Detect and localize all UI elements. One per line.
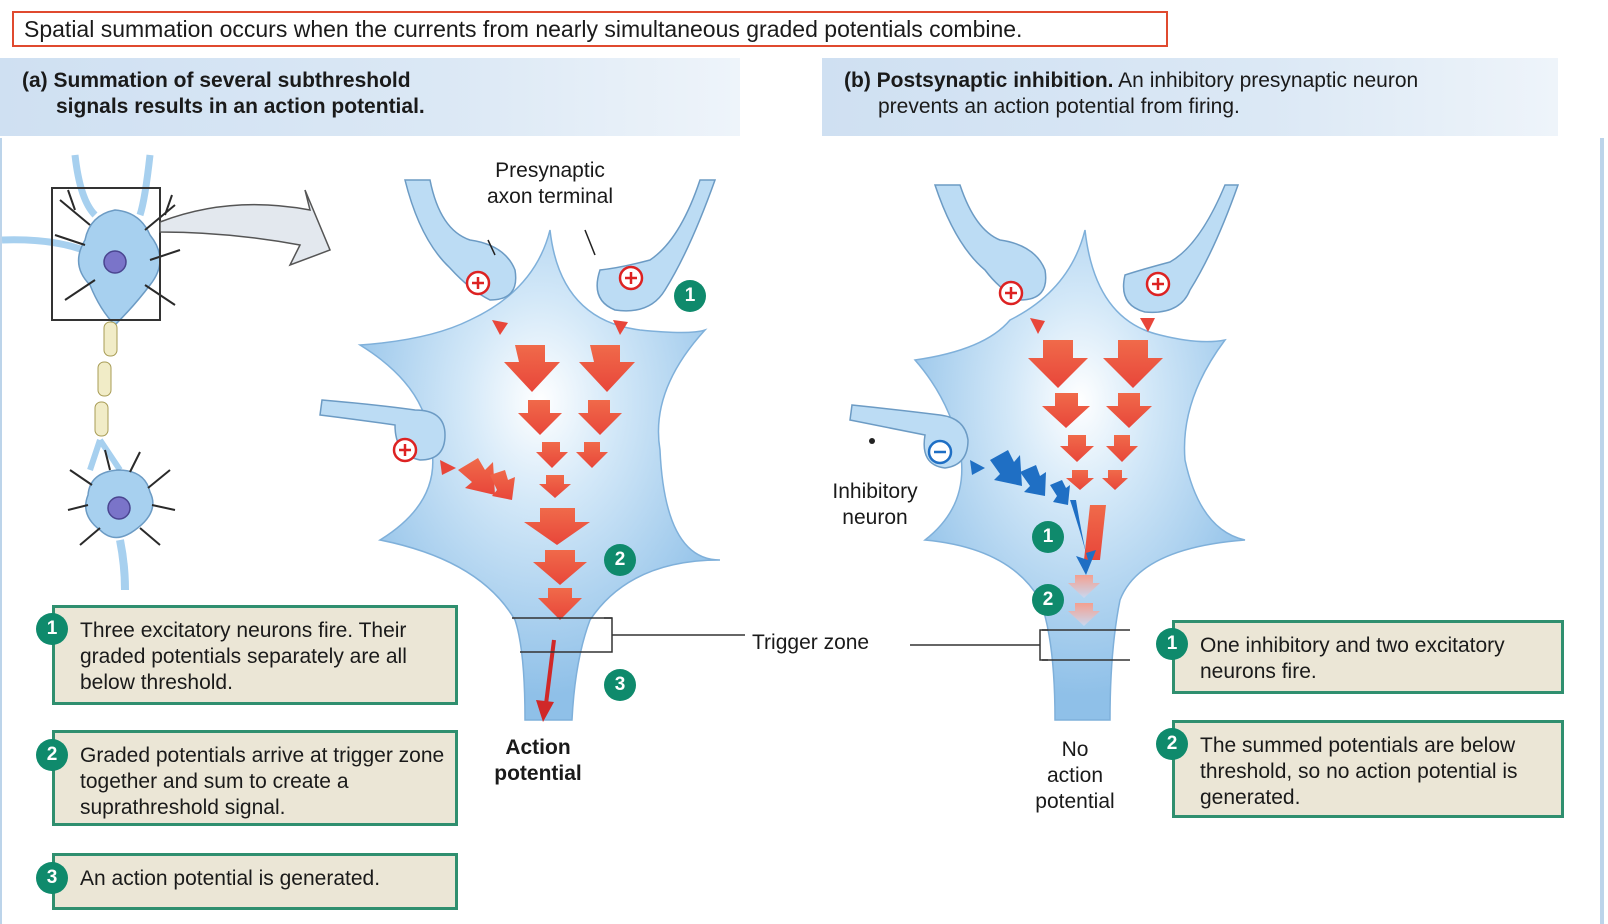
action-label-line1: Action xyxy=(505,736,571,759)
inhibitory-label-line2: neuron xyxy=(842,506,908,529)
diagram-badge-b1: 1 xyxy=(1032,521,1064,553)
no-action-line3: potential xyxy=(1035,790,1115,813)
step-b2-box: The summed potentials are below threshol… xyxy=(1172,720,1564,818)
presynaptic-label: Presynaptic axon terminal xyxy=(470,158,630,210)
panel-b-heading: (b) Postsynaptic inhibition. An inhibito… xyxy=(822,58,1558,136)
step-b1-badge: 1 xyxy=(1156,628,1188,660)
panel-b-heading-line2: prevents an action potential from firing… xyxy=(878,95,1240,118)
step-a2-badge: 2 xyxy=(36,739,68,771)
inhibitory-neuron-label: Inhibitory neuron xyxy=(815,479,935,531)
presynaptic-label-line1: Presynaptic xyxy=(495,159,605,182)
figure-title: Spatial summation occurs when the curren… xyxy=(12,11,1168,47)
postsynaptic-cell-a xyxy=(319,179,745,722)
right-border xyxy=(1600,138,1604,924)
step-a1-badge: 1 xyxy=(36,613,68,645)
inhibitory-label-line1: Inhibitory xyxy=(832,480,918,503)
step-a2-box: Graded potentials arrive at trigger zone… xyxy=(52,730,458,826)
panel-b-heading-bold: (b) Postsynaptic inhibition. xyxy=(844,69,1114,92)
action-potential-label: Action potential xyxy=(483,735,593,787)
panel-b-heading-rest: An inhibitory presynaptic neuron xyxy=(1113,69,1419,92)
step-a3-badge: 3 xyxy=(36,862,68,894)
left-border xyxy=(0,138,2,924)
panel-a-heading-line2: signals results in an action potential. xyxy=(56,95,425,118)
postsynaptic-cell-b xyxy=(849,184,1246,721)
step-a3-box: An action potential is generated. xyxy=(52,853,458,910)
diagram-badge-a3: 3 xyxy=(604,669,636,701)
trigger-zone-label: Trigger zone xyxy=(752,631,870,654)
action-label-line2: potential xyxy=(494,762,582,785)
diagram-badge-a1: 1 xyxy=(674,280,706,312)
step-a1-box: Three excitatory neurons fire. Their gra… xyxy=(52,605,458,705)
presynaptic-label-line2: axon terminal xyxy=(486,185,614,208)
diagram-badge-b2: 2 xyxy=(1032,584,1064,616)
panel-a-heading-line1: (a) Summation of several subthreshold xyxy=(22,69,411,92)
small-neuron-illustration xyxy=(1,154,331,591)
panel-a-heading: (a) Summation of several subthreshold si… xyxy=(0,58,740,136)
no-action-line2: action xyxy=(1046,764,1104,787)
no-action-potential-label: No action potential xyxy=(1025,737,1125,815)
diagram-badge-a2: 2 xyxy=(604,544,636,576)
no-action-line1: No xyxy=(1061,738,1089,761)
step-b2-badge: 2 xyxy=(1156,728,1188,760)
step-b1-box: One inhibitory and two excitatory neuron… xyxy=(1172,620,1564,694)
